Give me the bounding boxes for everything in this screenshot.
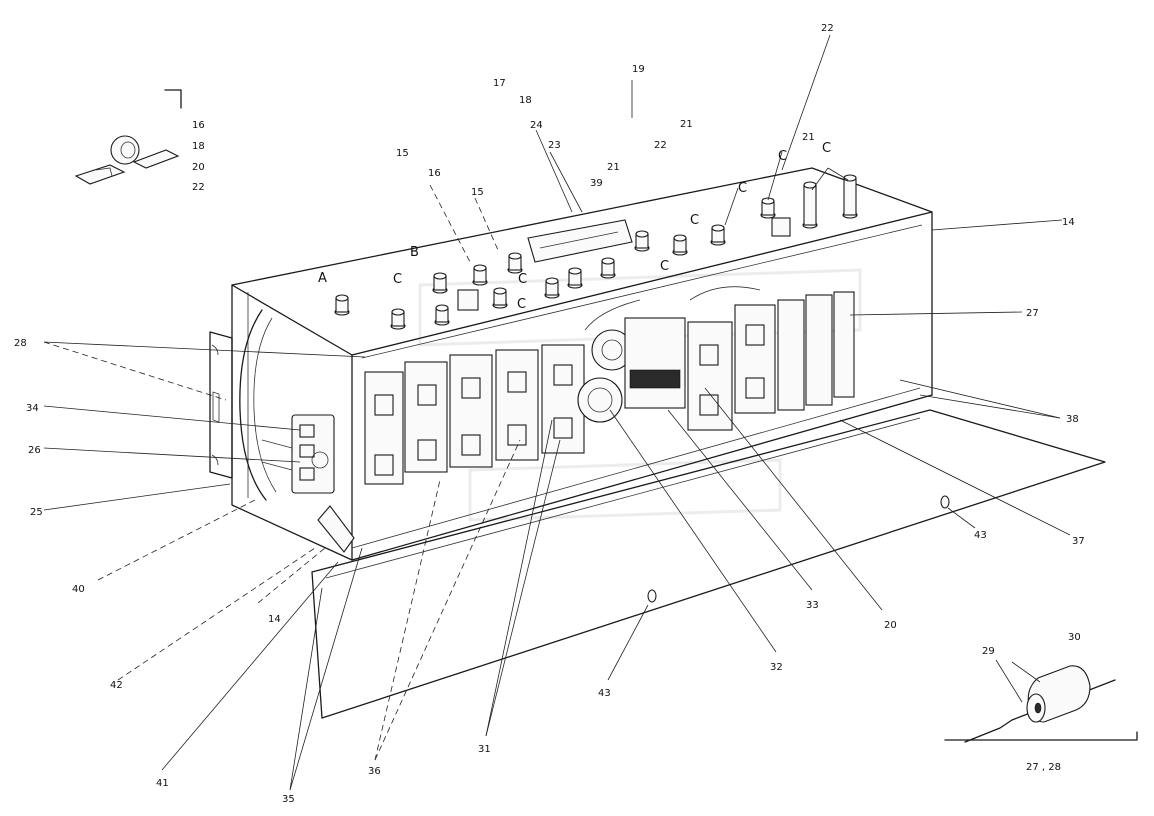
callout-label: 25	[30, 507, 43, 518]
reference-letters: A B C C C C C C C C	[318, 141, 831, 312]
small-cube-block	[457, 289, 479, 311]
terminal-stud	[492, 287, 508, 309]
terminal-stud	[802, 181, 818, 229]
callout-label: 43	[598, 688, 611, 699]
callout-label: 34	[26, 403, 39, 414]
callout-label: 20	[192, 162, 205, 173]
reference-letter: C	[690, 213, 699, 228]
callout-label: 21	[680, 119, 693, 130]
callout-label: 21	[607, 162, 620, 173]
callout-label: 18	[519, 95, 532, 106]
callout-label: 27 , 28	[1026, 762, 1061, 773]
callout-label: 17	[493, 78, 506, 89]
callout-label: 31	[478, 744, 491, 755]
reference-letter: C	[822, 141, 831, 156]
callout-label: 27	[1026, 308, 1039, 319]
callout-label: 22	[821, 23, 834, 34]
mounting-flange	[209, 331, 233, 479]
reference-letter: B	[410, 245, 419, 260]
terminal-stud	[842, 174, 858, 219]
terminal-stud	[544, 277, 560, 299]
terminal-studs	[334, 174, 858, 330]
terminal-stud	[760, 197, 776, 219]
terminal-stud	[432, 272, 448, 294]
relay-modules	[364, 286, 855, 485]
callout-label: 28	[14, 338, 27, 349]
terminal-stud	[472, 264, 488, 286]
terminal-stud	[672, 234, 688, 256]
callout-label: 15	[396, 148, 409, 159]
callout-label: 24	[530, 120, 543, 131]
callout-label: 38	[1066, 414, 1079, 425]
reference-letter: A	[318, 271, 327, 286]
reference-letter: C	[518, 272, 527, 287]
terminal-stud	[434, 304, 450, 326]
side-door-mechanism	[239, 309, 335, 501]
callout-label: 30	[1068, 632, 1081, 643]
callout-label: 19	[632, 64, 645, 75]
callout-label: 15	[471, 187, 484, 198]
terminal-stud	[634, 230, 650, 252]
terminal-stud	[567, 267, 583, 289]
callout-label: 26	[28, 445, 41, 456]
callout-label: 29	[982, 646, 995, 657]
reference-letter: C	[778, 149, 787, 164]
terminal-stud	[600, 257, 616, 279]
inset-ferrite-detail	[944, 665, 1138, 743]
callout-label: 21	[802, 132, 815, 143]
terminal-stud	[710, 224, 726, 246]
callout-label: 33	[806, 600, 819, 611]
callout-label: 22	[192, 182, 205, 193]
leader-lines	[43, 34, 1071, 791]
callout-label: 37	[1072, 536, 1085, 547]
callout-label: 16	[192, 120, 205, 131]
callout-label: 20	[884, 620, 897, 631]
callout-label: 23	[548, 140, 561, 151]
callout-label: 14	[1062, 217, 1075, 228]
callout-label: 14	[268, 614, 281, 625]
callout-label: 22	[654, 140, 667, 151]
callout-label: 36	[368, 766, 381, 777]
top-bus-bar-bracket	[527, 219, 633, 263]
inset-terminal-detail	[74, 89, 182, 185]
reference-letter: C	[393, 272, 402, 287]
reference-letter: C	[660, 259, 669, 274]
callout-label: 43	[974, 530, 987, 541]
callout-label: 40	[72, 584, 85, 595]
reference-letter: C	[738, 181, 747, 196]
reference-letter: C	[517, 297, 526, 312]
door-screw	[647, 589, 657, 603]
terminal-stud	[507, 252, 523, 274]
terminal-stud-a	[334, 294, 350, 316]
callout-label: 18	[192, 141, 205, 152]
door-screw	[940, 495, 950, 509]
terminal-stud	[390, 308, 406, 330]
callout-numbers: 16 18 20 22 15 16 15 17 18 24 23 39 21 2…	[14, 23, 1085, 805]
callout-label: 16	[428, 168, 441, 179]
watermark	[418, 268, 862, 522]
callout-label: 41	[156, 778, 169, 789]
callout-label: 42	[110, 680, 123, 691]
callout-label: 35	[282, 794, 295, 805]
callout-label: 32	[770, 662, 783, 673]
small-cube-block	[771, 217, 791, 237]
callout-label: 39	[590, 178, 603, 189]
door-hinge	[317, 505, 355, 553]
front-door-panel	[311, 409, 1106, 719]
